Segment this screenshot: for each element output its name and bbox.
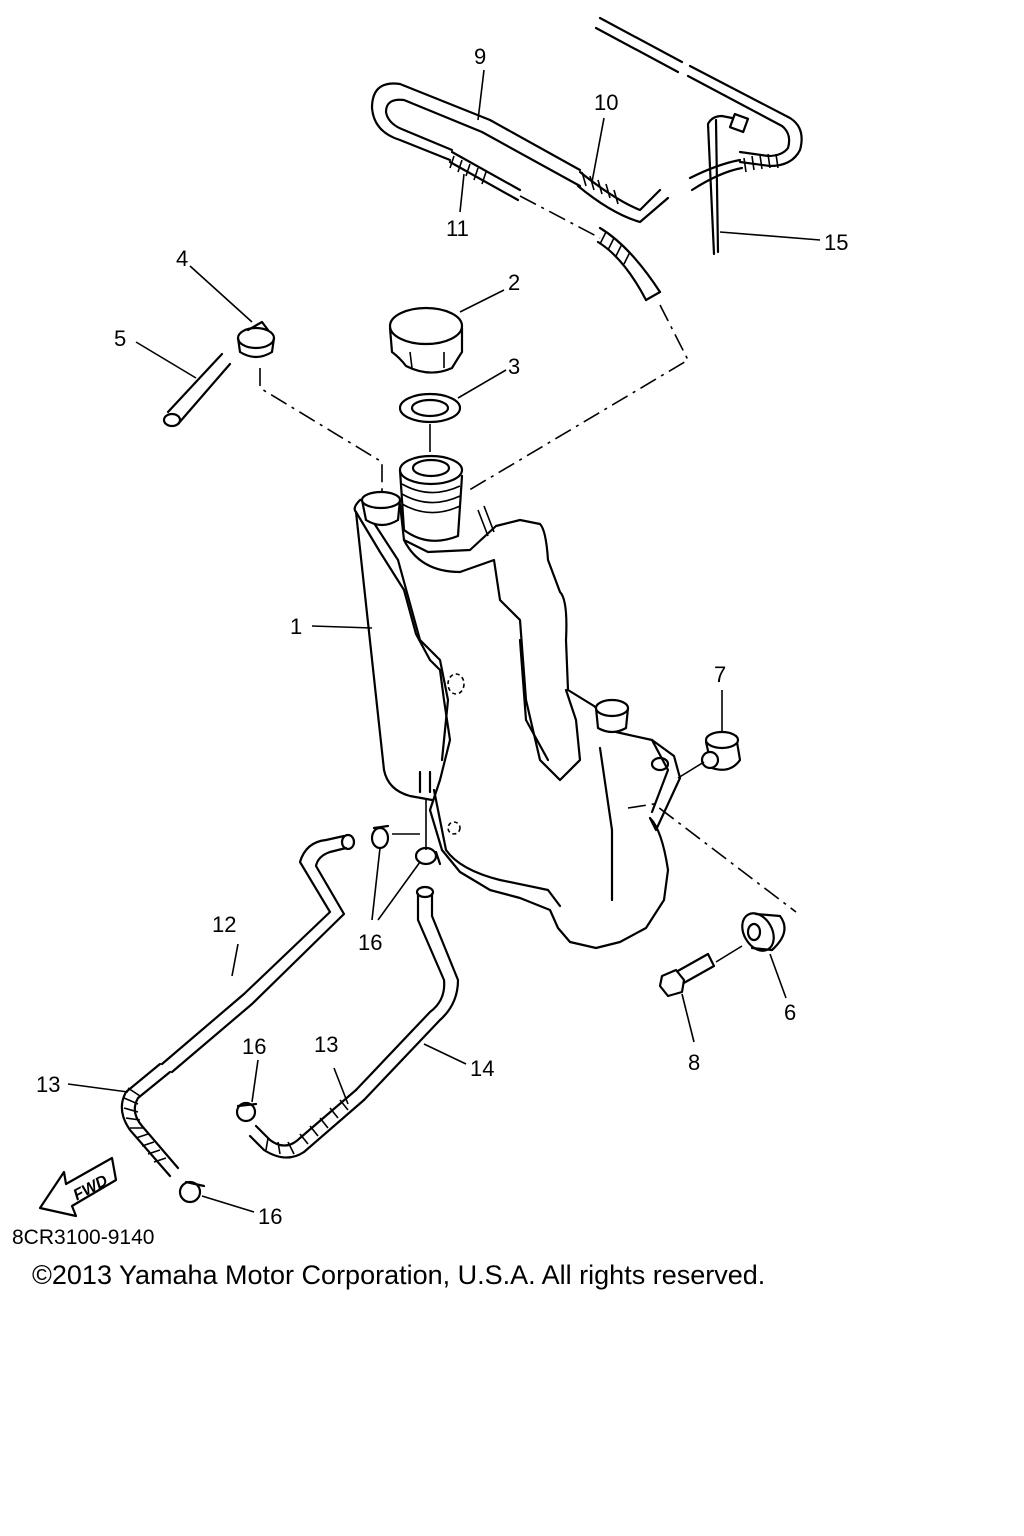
hose-holder-15 — [706, 112, 750, 256]
callout-15: 15 — [824, 230, 848, 255]
diagram-code: 8CR3100-9140 — [12, 1226, 155, 1249]
radiator-cap-2 — [388, 306, 464, 374]
callout-14: 14 — [470, 1056, 494, 1081]
copyright-notice: ©2013 Yamaha Motor Corporation, U.S.A. A… — [32, 1260, 766, 1290]
breather-hose-9 — [370, 16, 803, 188]
damper-6 — [741, 912, 786, 952]
callout-16-top: 16 — [358, 930, 382, 955]
callout-10: 10 — [594, 90, 618, 115]
callout-12: 12 — [212, 912, 236, 937]
callout-9: 9 — [474, 44, 486, 69]
cap-gasket-3 — [398, 392, 462, 424]
breather-hose-11 — [448, 150, 662, 302]
reservoir-tank-1 — [353, 454, 682, 950]
callout-16-bottom: 16 — [258, 1204, 282, 1229]
callout-8: 8 — [688, 1050, 700, 1075]
callout-2: 2 — [508, 270, 520, 295]
clamp-16-top — [370, 824, 442, 866]
callout-16-mid: 16 — [242, 1034, 266, 1059]
callout-labels: 1 2 3 4 5 6 7 8 9 10 11 12 13 13 14 15 1… — [36, 44, 848, 1229]
breather-hose-10 — [576, 153, 779, 224]
hose-14 — [354, 885, 460, 1102]
pipe-5 — [162, 352, 232, 428]
cap-4 — [236, 320, 276, 359]
parts-diagram: FWD 1 2 3 4 5 6 7 8 9 10 11 12 13 — [36, 16, 848, 1229]
hose-13-right — [248, 1088, 366, 1159]
callout-3: 3 — [508, 354, 520, 379]
leader-lines — [67, 69, 821, 1213]
callout-13-left: 13 — [36, 1072, 60, 1097]
callout-13-right: 13 — [314, 1032, 338, 1057]
hose-12 — [160, 833, 356, 1074]
bolt-8 — [658, 952, 716, 998]
callout-4: 4 — [176, 246, 188, 271]
callout-6: 6 — [784, 1000, 796, 1025]
fwd-arrow-icon: FWD — [38, 1156, 118, 1218]
clamp-16-bottom — [178, 1180, 206, 1204]
clamp-16-mid — [235, 1101, 258, 1123]
hose-13-left — [120, 1062, 180, 1178]
collar-7 — [700, 730, 742, 771]
callout-7: 7 — [714, 662, 726, 687]
callout-1: 1 — [290, 614, 302, 639]
callout-5: 5 — [114, 326, 126, 351]
callout-11: 11 — [446, 216, 469, 241]
